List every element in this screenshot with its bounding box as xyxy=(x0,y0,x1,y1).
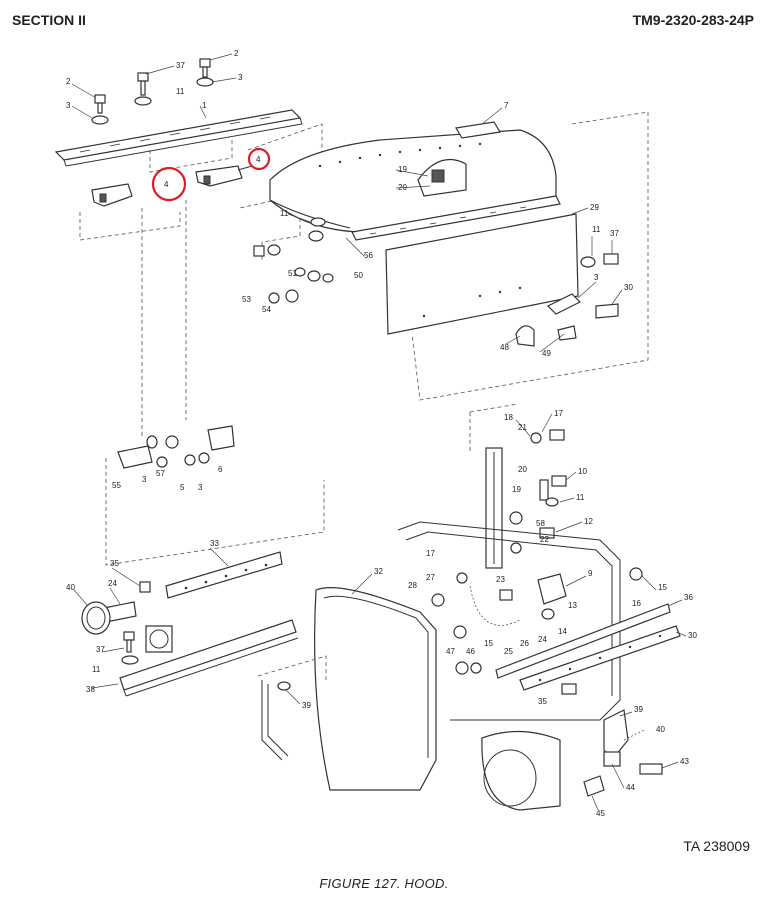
callout: 32 xyxy=(374,567,383,576)
callout: 20 xyxy=(518,465,527,474)
callout: 10 xyxy=(578,467,587,476)
upper-hinge-assembly xyxy=(54,58,323,241)
callout: 11 xyxy=(176,87,185,96)
callout: 43 xyxy=(680,757,689,766)
highlight-circle xyxy=(247,147,271,171)
callout: 3 xyxy=(142,475,147,484)
callout: 55 xyxy=(112,481,121,490)
callout: 29 xyxy=(590,203,599,212)
figure-caption: FIGURE 127. HOOD. xyxy=(319,876,449,891)
callout: 17 xyxy=(426,549,435,558)
callout: 19 xyxy=(398,165,407,174)
callout: 40 xyxy=(656,725,665,734)
callout: 1 xyxy=(202,101,207,110)
callout: 2 xyxy=(234,49,239,58)
section-title: SECTION II xyxy=(12,12,86,28)
callout: 28 xyxy=(408,581,417,590)
callout: 35 xyxy=(538,697,547,706)
callout: 36 xyxy=(684,593,693,602)
callout: 50 xyxy=(354,271,363,280)
callout: 5 xyxy=(180,483,185,492)
panel-hardware xyxy=(253,217,619,347)
manual-number: TM9-2320-283-24P xyxy=(632,12,754,28)
callout: 40 xyxy=(66,583,75,592)
lower-left-strips xyxy=(81,551,299,697)
callout: 51 xyxy=(288,269,297,278)
highlight-circle xyxy=(151,166,187,202)
callout: 26 xyxy=(520,639,529,648)
callout: 47 xyxy=(446,647,455,656)
callout: 49 xyxy=(542,349,551,358)
callout: 16 xyxy=(632,599,641,608)
callout: 44 xyxy=(626,783,635,792)
callout-numbers: 2 37 3 11 1 2 3 4 4 7 19 20 29 11 37 3 3… xyxy=(66,49,697,818)
callout: 22 xyxy=(540,535,549,544)
callout: 11 xyxy=(592,225,601,234)
callout: 48 xyxy=(500,343,509,352)
callout: 18 xyxy=(504,413,513,422)
callout: 11 xyxy=(280,209,289,218)
callout: 25 xyxy=(504,647,513,656)
callout: 23 xyxy=(496,575,505,584)
callout: 14 xyxy=(558,627,567,636)
callout: 46 xyxy=(466,647,475,656)
callout: 3 xyxy=(66,101,71,110)
callout: 24 xyxy=(538,635,547,644)
callout: 30 xyxy=(688,631,697,640)
cowl-body xyxy=(257,521,621,811)
callout: 33 xyxy=(210,539,219,548)
callout: 15 xyxy=(658,583,667,592)
callout: 4 xyxy=(164,180,169,189)
right-side-strips xyxy=(431,567,681,797)
callout: 37 xyxy=(610,229,619,238)
callout: 3 xyxy=(594,273,599,282)
callout: 39 xyxy=(634,705,643,714)
callout: 2 xyxy=(66,77,71,86)
callout: 45 xyxy=(596,809,605,818)
callout: 3 xyxy=(198,483,203,492)
callout: 57 xyxy=(156,469,165,478)
hood-panel xyxy=(261,111,649,401)
callout: 54 xyxy=(262,305,271,314)
callout: 4 xyxy=(256,155,261,164)
figure-id: TA 238009 xyxy=(683,838,750,854)
callout: 11 xyxy=(92,665,101,674)
middle-hinges xyxy=(105,200,325,566)
leader-lines xyxy=(71,53,687,811)
callout: 19 xyxy=(512,485,521,494)
callout: 9 xyxy=(588,569,593,578)
latch-rod-assembly xyxy=(469,403,567,569)
callout: 37 xyxy=(176,61,185,70)
callout: 15 xyxy=(484,639,493,648)
callout: 7 xyxy=(504,101,509,110)
callout: 58 xyxy=(536,519,545,528)
callout: 56 xyxy=(364,251,373,260)
callout: 30 xyxy=(624,283,633,292)
callout: 27 xyxy=(426,573,435,582)
callout: 53 xyxy=(242,295,251,304)
callout: 35 xyxy=(110,559,119,568)
callout: 39 xyxy=(302,701,311,710)
callout: 24 xyxy=(108,579,117,588)
callout: 38 xyxy=(86,685,95,694)
callout: 3 xyxy=(238,73,243,82)
callout: 12 xyxy=(584,517,593,526)
callout: 13 xyxy=(568,601,577,610)
callout: 37 xyxy=(96,645,105,654)
highlight-marks xyxy=(151,147,271,202)
callout: 17 xyxy=(554,409,563,418)
callout: 11 xyxy=(576,493,585,502)
callout: 6 xyxy=(218,465,223,474)
